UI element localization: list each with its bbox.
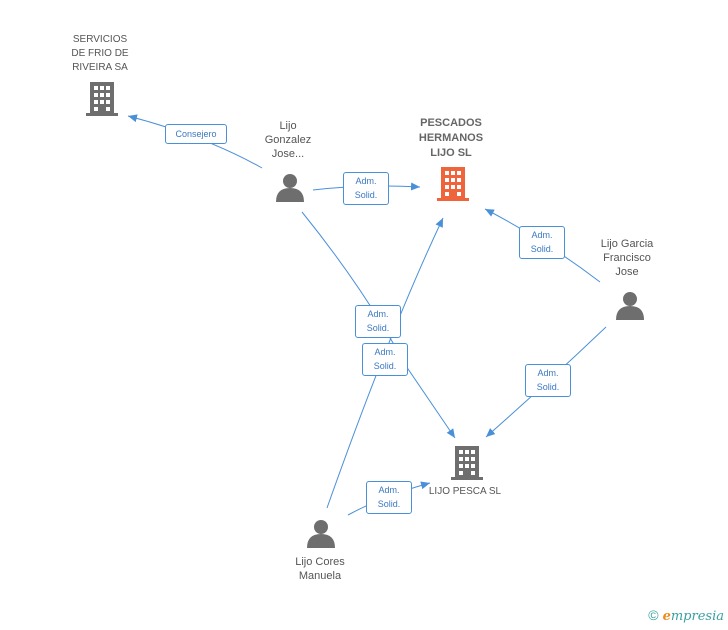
- person-label-garcia[interactable]: Lijo Garcia Francisco Jose: [582, 237, 672, 279]
- edge-label-text: Consejero: [175, 129, 217, 139]
- building-icon-main[interactable]: [437, 167, 469, 201]
- person-label-line: Lijo Garcia: [600, 238, 654, 250]
- person-label-line: Lijo Cores: [295, 556, 345, 568]
- edge-label-adm-solid[interactable]: Adm. Solid.: [343, 172, 389, 205]
- edge-label-consejero[interactable]: Consejero: [165, 124, 227, 144]
- person-label-line: Francisco: [603, 252, 651, 264]
- edge-label-text: Solid.: [354, 190, 378, 200]
- company-label-line: LIJO SL: [430, 147, 472, 159]
- company-label-line: SERVICIOS: [72, 34, 128, 45]
- edge-label-text: Solid.: [373, 361, 397, 371]
- company-label-line: HERMANOS: [418, 132, 484, 144]
- edge-label-text: Adm.: [378, 485, 400, 495]
- company-label-line: DE FRIO DE: [71, 48, 129, 59]
- person-label-line: Gonzalez: [264, 134, 312, 146]
- building-icon[interactable]: [86, 82, 118, 116]
- person-label-cores[interactable]: Lijo Cores Manuela: [275, 555, 365, 583]
- copyright-icon: ©: [648, 607, 659, 623]
- edge-label-text: Adm.: [537, 368, 559, 378]
- edge-label-text: Adm.: [374, 347, 396, 357]
- brand-e: e: [662, 609, 671, 624]
- company-label-line: LIJO PESCA SL: [428, 486, 502, 497]
- edge-label-adm-solid[interactable]: Adm. Solid.: [519, 226, 565, 259]
- edge-label-text: Solid.: [377, 499, 401, 509]
- person-label-line: Manuela: [298, 570, 342, 582]
- edge-label-text: Solid.: [366, 323, 390, 333]
- person-label-line: Lijo: [279, 120, 297, 132]
- empresia-logo[interactable]: ©empresia: [648, 607, 724, 624]
- building-icon[interactable]: [451, 446, 483, 480]
- brand-name: mpresia: [670, 609, 724, 624]
- person-label-line: Jose...: [271, 148, 305, 160]
- edge-label-text: Solid.: [530, 244, 554, 254]
- edge-label-text: Adm.: [367, 309, 389, 319]
- edge-label-text: Adm.: [531, 230, 553, 240]
- person-label-gonzalez[interactable]: Lijo Gonzalez Jose...: [248, 119, 328, 161]
- company-label-line: PESCADOS: [420, 117, 482, 129]
- edge-label-adm-solid[interactable]: Adm. Solid.: [366, 481, 412, 514]
- edge-label-adm-solid[interactable]: Adm. Solid.: [355, 305, 401, 338]
- edge-label-adm-solid[interactable]: Adm. Solid.: [525, 364, 571, 397]
- edge-label-text: Solid.: [536, 382, 560, 392]
- company-label-lijo-pesca[interactable]: LIJO PESCA SL: [415, 485, 515, 499]
- edge-label-text: Adm.: [355, 176, 377, 186]
- company-label-servicios[interactable]: SERVICIOS DE FRIO DE RIVEIRA SA: [50, 33, 150, 75]
- person-icon[interactable]: [616, 292, 644, 320]
- company-label-line: RIVEIRA SA: [72, 62, 128, 73]
- company-label-pescados[interactable]: PESCADOS HERMANOS LIJO SL: [401, 116, 501, 161]
- person-label-line: Jose: [615, 266, 639, 278]
- person-icon[interactable]: [307, 520, 335, 548]
- person-icon[interactable]: [276, 174, 304, 202]
- edge-label-adm-solid[interactable]: Adm. Solid.: [362, 343, 408, 376]
